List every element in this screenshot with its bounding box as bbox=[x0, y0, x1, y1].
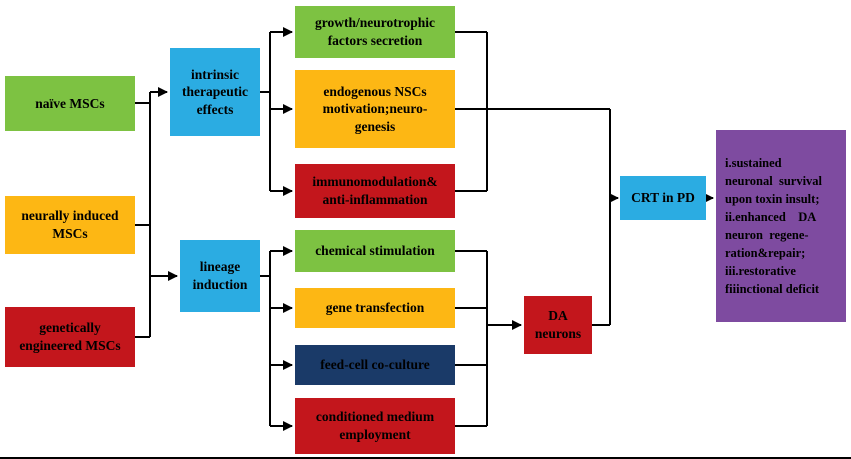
node-conditioned-medium-label: conditioned medium employment bbox=[315, 409, 435, 442]
node-chemical-stimulation-label: chemical stimulation bbox=[315, 243, 435, 259]
node-outcomes: i.sustained neuronal survival upon toxin… bbox=[716, 130, 846, 322]
node-da-neurons-label: DA neurons bbox=[534, 308, 582, 341]
node-intrinsic-therapeutic-effects: intrinsic therapeutic effects bbox=[170, 48, 260, 136]
node-gene-transfection: gene transfection bbox=[295, 288, 455, 328]
node-gene-transfection-label: gene transfection bbox=[325, 300, 425, 316]
node-naive-mscs-label: naïve MSCs bbox=[35, 95, 105, 111]
node-feed-cell-coculture: feed-cell co-culture bbox=[295, 345, 455, 385]
node-immunomodulation-label: immunomodulation& anti-inflammation bbox=[312, 174, 438, 207]
node-da-neurons: DA neurons bbox=[524, 296, 592, 354]
node-genetically-engineered-mscs: genetically engineered MSCs bbox=[5, 307, 135, 367]
node-genetically-engineered-mscs-label: genetically engineered MSCs bbox=[19, 320, 121, 353]
node-chemical-stimulation: chemical stimulation bbox=[295, 230, 455, 272]
node-intrinsic-therapeutic-effects-label: intrinsic therapeutic effects bbox=[182, 66, 248, 117]
node-endogenous-nscs: endogenous NSCs motivation;neuro- genesi… bbox=[295, 70, 455, 148]
node-outcomes-label: i.sustained neuronal survival upon toxin… bbox=[725, 155, 823, 297]
node-immunomodulation: immunomodulation& anti-inflammation bbox=[295, 164, 455, 218]
connector-segments bbox=[135, 31, 611, 427]
node-lineage-induction: lineage induction bbox=[180, 240, 260, 312]
node-endogenous-nscs-label: endogenous NSCs motivation;neuro- genesi… bbox=[322, 83, 428, 134]
node-growth-neurotrophic: growth/neurotrophic factors secretion bbox=[295, 6, 455, 58]
node-feed-cell-coculture-label: feed-cell co-culture bbox=[320, 357, 430, 373]
node-crt-in-pd-label: CRT in PD bbox=[631, 190, 695, 206]
node-naive-mscs: naïve MSCs bbox=[5, 76, 135, 131]
node-conditioned-medium: conditioned medium employment bbox=[295, 398, 455, 454]
node-neurally-induced-mscs-label: neurally induced MSCs bbox=[21, 208, 119, 241]
node-lineage-induction-label: lineage induction bbox=[192, 259, 248, 292]
node-growth-neurotrophic-label: growth/neurotrophic factors secretion bbox=[314, 15, 435, 48]
connector-arrows bbox=[150, 27, 714, 431]
node-neurally-induced-mscs: neurally induced MSCs bbox=[5, 196, 135, 254]
bottom-rule bbox=[0, 457, 851, 459]
node-crt-in-pd: CRT in PD bbox=[620, 176, 706, 220]
